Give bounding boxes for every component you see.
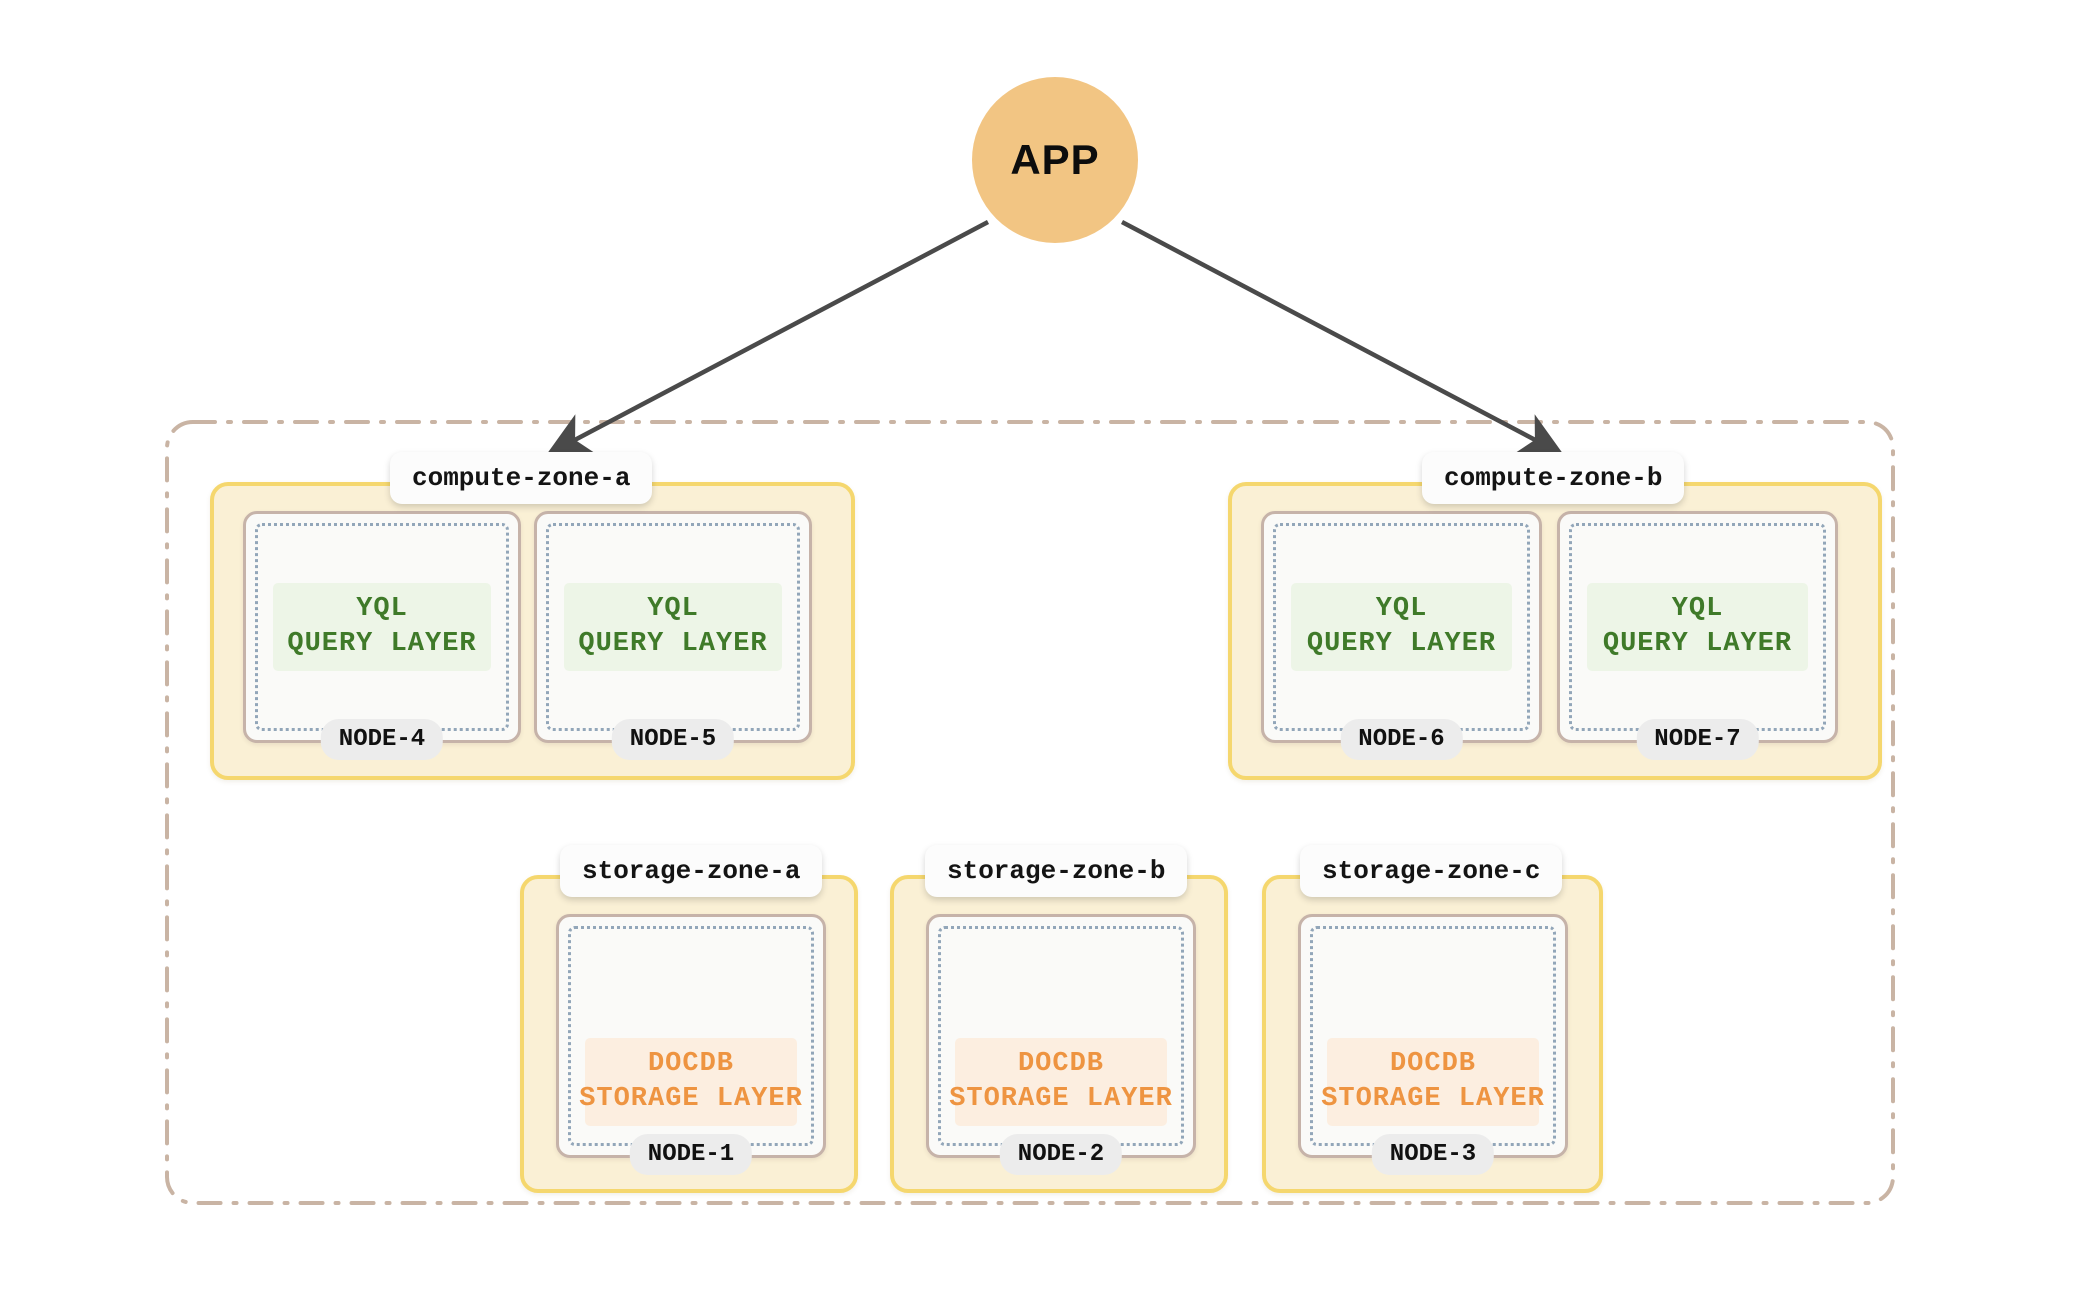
node-6-layer-line2: QUERY LAYER [1306,629,1497,659]
node-4-layer-line1: YQL [356,593,408,624]
node-7[interactable]: YQL QUERY LAYER NODE-7 [1557,511,1838,760]
node-2-layer-line2: STORAGE LAYER [949,1084,1173,1114]
zone-storage-zone-c[interactable]: DOCDB STORAGE LAYER NODE-3 [1262,875,1603,1193]
node-7-layer-line1: YQL [1671,593,1724,624]
app-node-label: APP [1010,136,1100,183]
node-2-layer-line1: DOCDB [1017,1048,1104,1079]
node-7-layer: YQL QUERY LAYER [1587,582,1808,672]
node-5-layer: YQL QUERY LAYER [563,582,783,672]
node-2-inner: DOCDB STORAGE LAYER [938,926,1184,1146]
node-1[interactable]: DOCDB STORAGE LAYER NODE-1 [556,914,826,1175]
zone-label-compute-zone-b[interactable]: compute-zone-b [1422,452,1685,504]
node-6-layer-line1: YQL [1375,593,1428,624]
node-7-inner: YQL QUERY LAYER [1569,523,1826,731]
zone-label-storage-zone-a[interactable]: storage-zone-a [560,845,823,897]
node-3-badge: NODE-3 [1371,1134,1495,1175]
node-5[interactable]: YQL QUERY LAYER NODE-5 [534,511,812,760]
zone-storage-zone-b[interactable]: DOCDB STORAGE LAYER NODE-2 [890,875,1228,1193]
node-4[interactable]: YQL QUERY LAYER NODE-4 [243,511,521,760]
zone-label-storage-zone-b[interactable]: storage-zone-b [925,845,1188,897]
node-4-layer-line2: QUERY LAYER [287,629,477,659]
node-1-badge: NODE-1 [629,1134,753,1175]
node-7-layer-line2: QUERY LAYER [1602,629,1793,659]
app-node[interactable]: APP [972,77,1138,243]
node-4-inner: YQL QUERY LAYER [255,523,509,731]
node-1-layer: DOCDB STORAGE LAYER [579,1037,802,1127]
node-3-layer: DOCDB STORAGE LAYER [1321,1037,1544,1127]
zone-compute-zone-a[interactable]: YQL QUERY LAYER NODE-4 YQL QUERY LAYER N… [210,482,855,780]
node-6-inner: YQL QUERY LAYER [1273,523,1530,731]
node-6-layer: YQL QUERY LAYER [1291,582,1512,672]
node-5-layer-line1: YQL [647,593,699,624]
node-3-inner: DOCDB STORAGE LAYER [1310,926,1556,1146]
node-4-layer: YQL QUERY LAYER [272,582,492,672]
node-5-inner: YQL QUERY LAYER [546,523,800,731]
zone-storage-zone-a[interactable]: DOCDB STORAGE LAYER NODE-1 [520,875,858,1193]
node-3-layer-line2: STORAGE LAYER [1321,1084,1545,1114]
zone-label-storage-zone-c[interactable]: storage-zone-c [1300,845,1563,897]
node-1-layer-line1: DOCDB [647,1048,734,1079]
node-5-layer-line2: QUERY LAYER [578,629,768,659]
node-7-badge: NODE-7 [1636,719,1759,760]
node-6-badge: NODE-6 [1340,719,1463,760]
cluster-dashed-rect [165,420,1895,1205]
node-6[interactable]: YQL QUERY LAYER NODE-6 [1261,511,1542,760]
node-3[interactable]: DOCDB STORAGE LAYER NODE-3 [1298,914,1568,1175]
node-3-layer-line1: DOCDB [1389,1048,1476,1079]
node-5-badge: NODE-5 [611,719,735,760]
node-1-layer-line2: STORAGE LAYER [579,1084,803,1114]
node-2-badge: NODE-2 [999,1134,1123,1175]
node-2-layer: DOCDB STORAGE LAYER [949,1037,1172,1127]
zone-label-compute-zone-a[interactable]: compute-zone-a [390,452,653,504]
zone-compute-zone-b[interactable]: YQL QUERY LAYER NODE-6 YQL QUERY LAYER N… [1228,482,1882,780]
node-1-inner: DOCDB STORAGE LAYER [568,926,814,1146]
node-2[interactable]: DOCDB STORAGE LAYER NODE-2 [926,914,1196,1175]
node-4-badge: NODE-4 [320,719,444,760]
